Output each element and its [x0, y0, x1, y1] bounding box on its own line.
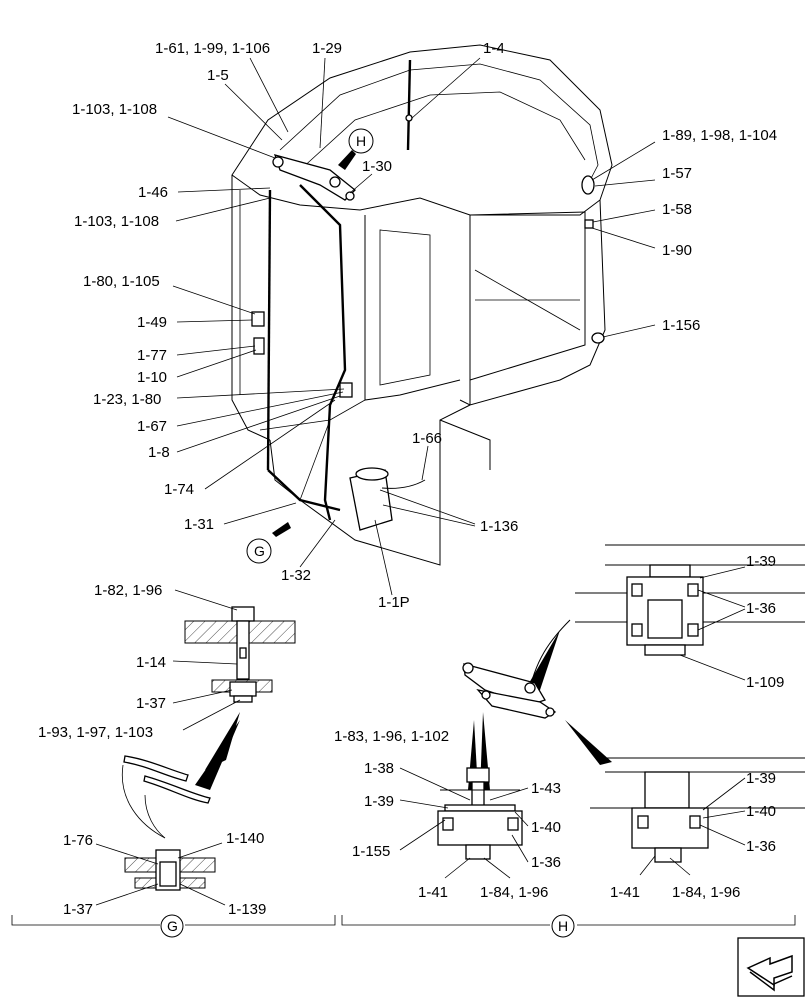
- label-1-8: 1-8: [148, 444, 170, 461]
- label-1-36-b: 1-36: [531, 854, 561, 871]
- label-1-37-a: 1-37: [136, 695, 166, 712]
- label-section-g: G: [167, 918, 178, 934]
- label-1-40-b: 1-40: [746, 803, 776, 820]
- detail-h-section: [399, 544, 805, 879]
- view-h-marker-top: [348, 128, 374, 154]
- label-1-39-a: 1-39: [746, 553, 776, 570]
- label-1-4: 1-4: [483, 40, 505, 57]
- label-1-67: 1-67: [137, 418, 167, 435]
- section-g-marker: [160, 914, 184, 938]
- label-1-84-b: 1-84, 1-96: [672, 884, 740, 901]
- label-1-82: 1-82, 1-96: [94, 582, 162, 599]
- label-1-41-a: 1-41: [418, 884, 448, 901]
- label-1-140: 1-140: [226, 830, 264, 847]
- label-1-37-b: 1-37: [63, 901, 93, 918]
- label-1-74: 1-74: [164, 481, 194, 498]
- view-g-marker-top: [246, 538, 272, 564]
- callout-labels: 1-61, 1-99, 1-106 1-29 1-4 1-5 1-103, 1-…: [38, 40, 784, 934]
- label-1-136: 1-136: [480, 518, 518, 535]
- label-1-156: 1-156: [662, 317, 700, 334]
- next-page-arrow-icon[interactable]: [737, 937, 805, 997]
- label-1-76: 1-76: [63, 832, 93, 849]
- label-1-36-c: 1-36: [746, 838, 776, 855]
- label-1-43: 1-43: [531, 780, 561, 797]
- label-1-57: 1-57: [662, 165, 692, 182]
- label-1-30: 1-30: [362, 158, 392, 175]
- label-1-61: 1-61, 1-99, 1-106: [155, 40, 270, 57]
- leader-lines-cab: [167, 57, 656, 596]
- label-1-36-a: 1-36: [746, 600, 776, 617]
- label-1-84-a: 1-84, 1-96: [480, 884, 548, 901]
- label-1-38: 1-38: [364, 760, 394, 777]
- label-1-46: 1-46: [138, 184, 168, 201]
- label-1-49: 1-49: [137, 314, 167, 331]
- label-1-1p: 1-1P: [378, 594, 410, 611]
- label-1-139: 1-139: [228, 901, 266, 918]
- label-view-g: G: [254, 543, 265, 559]
- label-1-31: 1-31: [184, 516, 214, 533]
- bracket-h: [341, 915, 796, 926]
- label-section-h: H: [558, 918, 568, 934]
- section-h-marker: [551, 914, 575, 938]
- label-1-5: 1-5: [207, 67, 229, 84]
- label-1-103-b: 1-103, 1-108: [74, 213, 159, 230]
- label-view-h: H: [356, 133, 366, 149]
- label-1-40-a: 1-40: [531, 819, 561, 836]
- label-1-39-b: 1-39: [364, 793, 394, 810]
- label-1-29: 1-29: [312, 40, 342, 57]
- bracket-g: [11, 915, 336, 926]
- label-1-93: 1-93, 1-97, 1-103: [38, 724, 153, 741]
- label-1-80: 1-80, 1-105: [83, 273, 160, 290]
- label-1-83: 1-83, 1-96, 1-102: [334, 728, 449, 745]
- label-1-103-a: 1-103, 1-108: [72, 101, 157, 118]
- label-1-58: 1-58: [662, 201, 692, 218]
- label-1-109: 1-109: [746, 674, 784, 691]
- detail-g-section: [95, 842, 226, 906]
- label-1-32: 1-32: [281, 567, 311, 584]
- label-1-39-c: 1-39: [746, 770, 776, 787]
- label-1-90: 1-90: [662, 242, 692, 259]
- label-1-23: 1-23, 1-80: [93, 391, 161, 408]
- label-1-77: 1-77: [137, 347, 167, 364]
- cab-assembly: [231, 44, 613, 566]
- label-1-41-b: 1-41: [610, 884, 640, 901]
- label-1-14: 1-14: [136, 654, 166, 671]
- label-1-155: 1-155: [352, 843, 390, 860]
- detail-bolt-left: [121, 589, 296, 839]
- label-1-89: 1-89, 1-98, 1-104: [662, 127, 777, 144]
- label-1-66: 1-66: [412, 430, 442, 447]
- label-1-10: 1-10: [137, 369, 167, 386]
